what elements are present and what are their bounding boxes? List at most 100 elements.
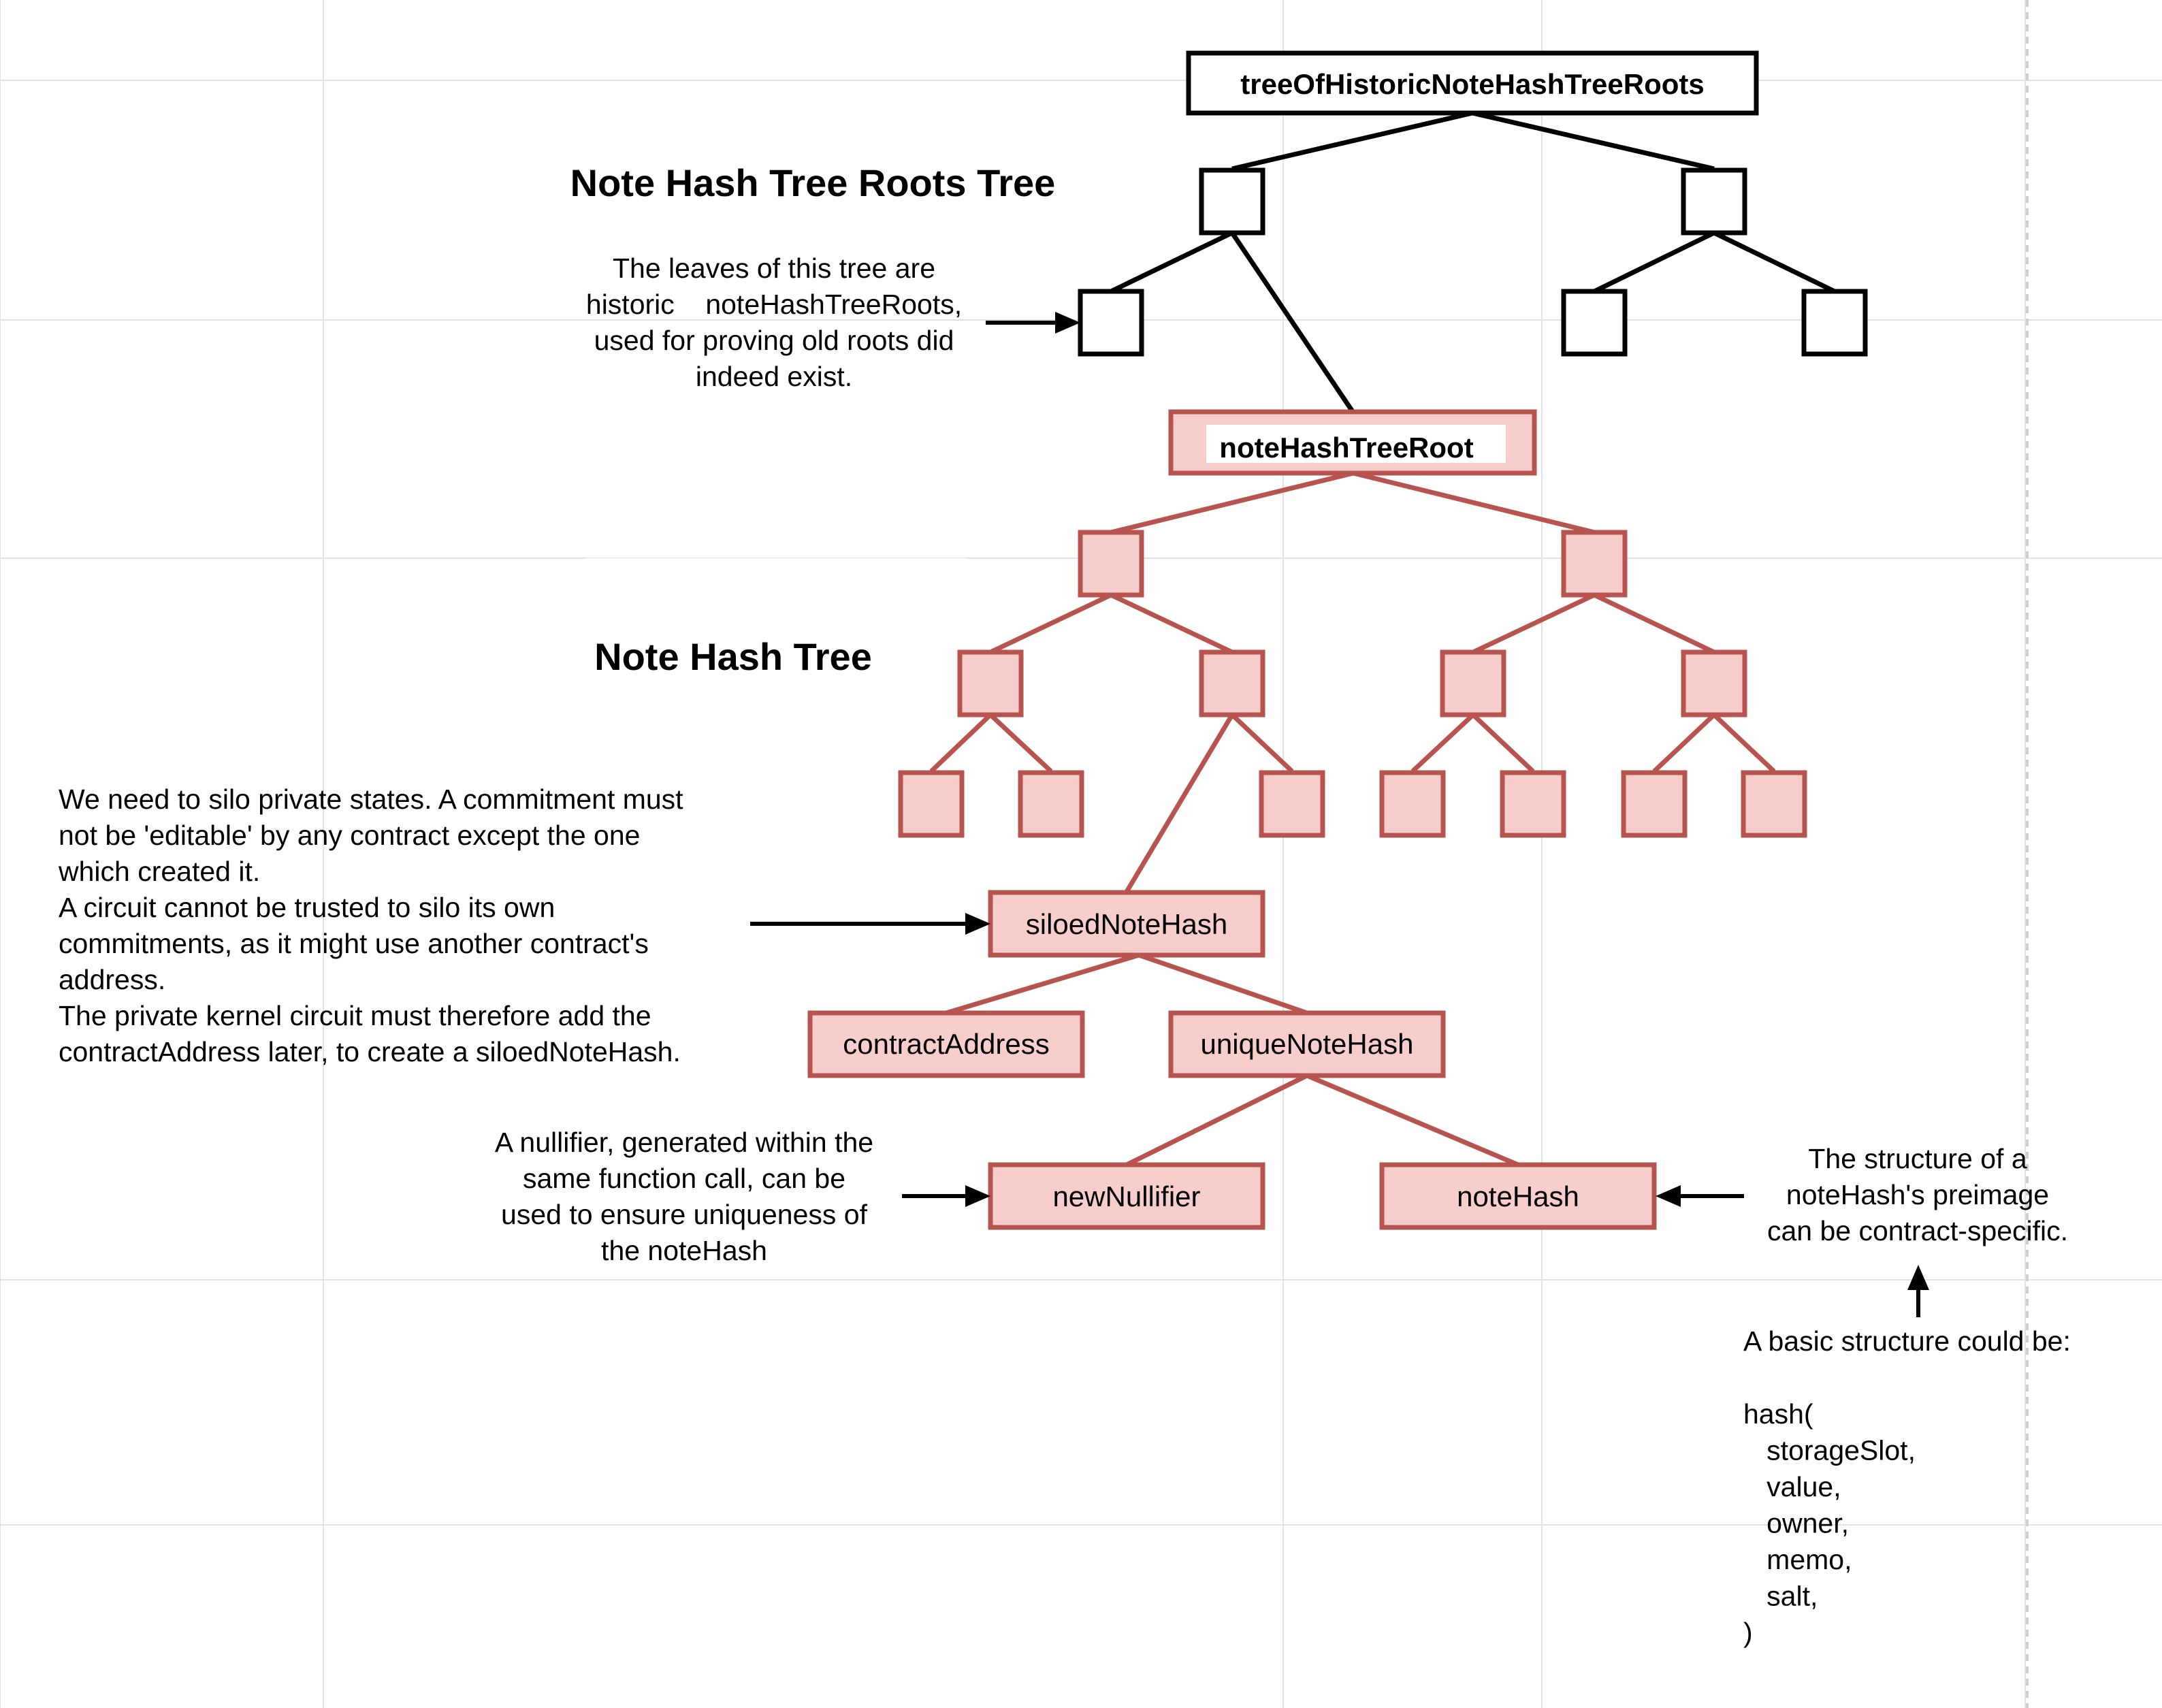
annotation-line: can be contract-specific.	[1767, 1215, 2068, 1246]
edge	[1471, 713, 1535, 773]
edge	[1472, 110, 1715, 172]
annotation-line: used to ensure uniqueness of	[501, 1199, 868, 1230]
annotation-line: storageSlot,	[1743, 1435, 1916, 1466]
annotation-line: commitments, as it might use another con…	[59, 928, 649, 959]
annotation-line: The structure of a	[1808, 1143, 2027, 1174]
edge	[1593, 230, 1715, 294]
unique-note-hash-node	[1168, 1010, 1446, 1078]
edge	[1652, 713, 1716, 773]
tree-node	[1078, 530, 1144, 598]
arrowhead	[965, 1185, 990, 1207]
edge	[1230, 231, 1355, 414]
edge	[988, 713, 1053, 773]
annotation-line: which created it.	[58, 856, 260, 887]
edge	[1125, 1073, 1308, 1167]
tree-node	[1199, 167, 1265, 236]
annotation-arrows	[750, 312, 1929, 1317]
leaves-annotation: The leaves of this tree are historic note…	[586, 253, 962, 392]
annotation-line: the noteHash	[601, 1235, 767, 1266]
title-mask	[585, 558, 967, 674]
edge	[1410, 713, 1475, 773]
edge	[929, 713, 993, 773]
annotation-line: used for proving old roots did	[594, 325, 954, 356]
annotation-line: A basic structure could be:	[1743, 1325, 2071, 1357]
note-hash-tree-root-label-bg	[1206, 425, 1506, 463]
historic-roots-label: treeOfHistoricNoteHashTreeRoots	[1240, 68, 1705, 100]
tree-leaf	[1379, 770, 1446, 838]
historic-roots-node	[1186, 50, 1759, 116]
edge	[1138, 952, 1308, 1016]
note-hash-node	[1379, 1162, 1657, 1230]
roots-tree-title: Note Hash Tree Roots Tree	[570, 161, 1056, 204]
edge	[1472, 592, 1596, 655]
note-hash-tree-root-label: noteHashTreeRoot	[1219, 432, 1473, 464]
contract-address-label: contractAddress	[843, 1028, 1049, 1060]
tree-leaf	[898, 770, 965, 838]
edge	[989, 592, 1112, 655]
edge	[1712, 713, 1776, 773]
siloed-note-hash-node	[988, 890, 1265, 958]
annotation-line: The leaves of this tree are	[613, 253, 935, 284]
annotation-line: same function call, can be	[523, 1163, 845, 1194]
tree-node	[1561, 530, 1628, 598]
tree-leaf	[1259, 770, 1325, 838]
basic-structure-annotation: A basic structure could be: hash( storage…	[1743, 1325, 2071, 1648]
edge	[1231, 110, 1473, 172]
tree-node	[1440, 649, 1506, 718]
annotation-line: )	[1743, 1617, 1753, 1648]
annotation-line: hash(	[1743, 1398, 1813, 1430]
structure-annotation: The structure of a noteHash's preimage can…	[1767, 1143, 2068, 1246]
tree-leaf	[1621, 770, 1688, 838]
annotation-line: A circuit cannot be trusted to silo its …	[59, 892, 555, 923]
edge	[1713, 230, 1836, 294]
unique-note-hash-label: uniqueNoteHash	[1201, 1028, 1414, 1060]
arrowhead	[965, 913, 990, 935]
edge	[1593, 592, 1715, 655]
annotation-line: owner,	[1743, 1508, 1849, 1539]
edge	[1353, 470, 1595, 535]
edge	[945, 952, 1140, 1016]
siloed-note-hash-label: siloedNoteHash	[1026, 908, 1228, 940]
annotation-line: value,	[1743, 1471, 1841, 1502]
edge	[1110, 470, 1354, 535]
annotation-line: We need to silo private states. A commit…	[59, 784, 683, 815]
silo-annotation: We need to silo private states. A commit…	[58, 784, 683, 1067]
annotation-line: The private kernel circuit must therefor…	[59, 1000, 651, 1031]
edge	[1110, 230, 1233, 294]
title-mask	[524, 150, 1103, 218]
annotation-line: A nullifier, generated within the	[495, 1127, 873, 1158]
edge	[1124, 713, 1235, 893]
new-nullifier-label: newNullifier	[1052, 1180, 1200, 1212]
annotation-line: address.	[59, 964, 165, 995]
edge	[1230, 713, 1294, 773]
tree-leaf	[1078, 289, 1144, 357]
annotation-line: historic noteHashTreeRoots,	[586, 289, 962, 320]
tree-leaf	[1741, 770, 1807, 838]
arrowhead	[1907, 1265, 1929, 1290]
note-hash-tree-title: Note Hash Tree	[594, 635, 872, 678]
note-hash-tree: noteHashTreeRoot siloedNoteHash contract…	[807, 409, 1807, 1230]
annotation-line: indeed exist.	[696, 361, 852, 392]
nullifier-annotation: A nullifier, generated within the same fu…	[495, 1127, 873, 1266]
tree-leaf	[1018, 770, 1084, 838]
note-hash-tree-roots-tree: treeOfHistoricNoteHashTreeRoots	[1078, 50, 1868, 414]
note-hash-label: noteHash	[1457, 1180, 1579, 1212]
annotation-line: memo,	[1743, 1544, 1852, 1575]
tree-node	[957, 649, 1024, 718]
annotation-line: not be 'editable' by any contract except…	[59, 820, 640, 851]
annotation-line: noteHash's preimage	[1786, 1179, 2049, 1210]
arrowhead	[1656, 1185, 1681, 1207]
edge	[1306, 1073, 1519, 1167]
tree-leaf	[1561, 289, 1628, 357]
annotation-line: contractAddress later, to create a siloe…	[59, 1036, 681, 1067]
tree-node	[1681, 167, 1747, 236]
contract-address-node	[807, 1010, 1085, 1078]
arrowhead	[1055, 312, 1080, 334]
tree-leaf	[1500, 770, 1566, 838]
tree-leaf	[1801, 289, 1868, 357]
tree-node	[1199, 649, 1265, 718]
annotation-line: salt,	[1743, 1581, 1818, 1612]
tree-node	[1681, 649, 1747, 718]
